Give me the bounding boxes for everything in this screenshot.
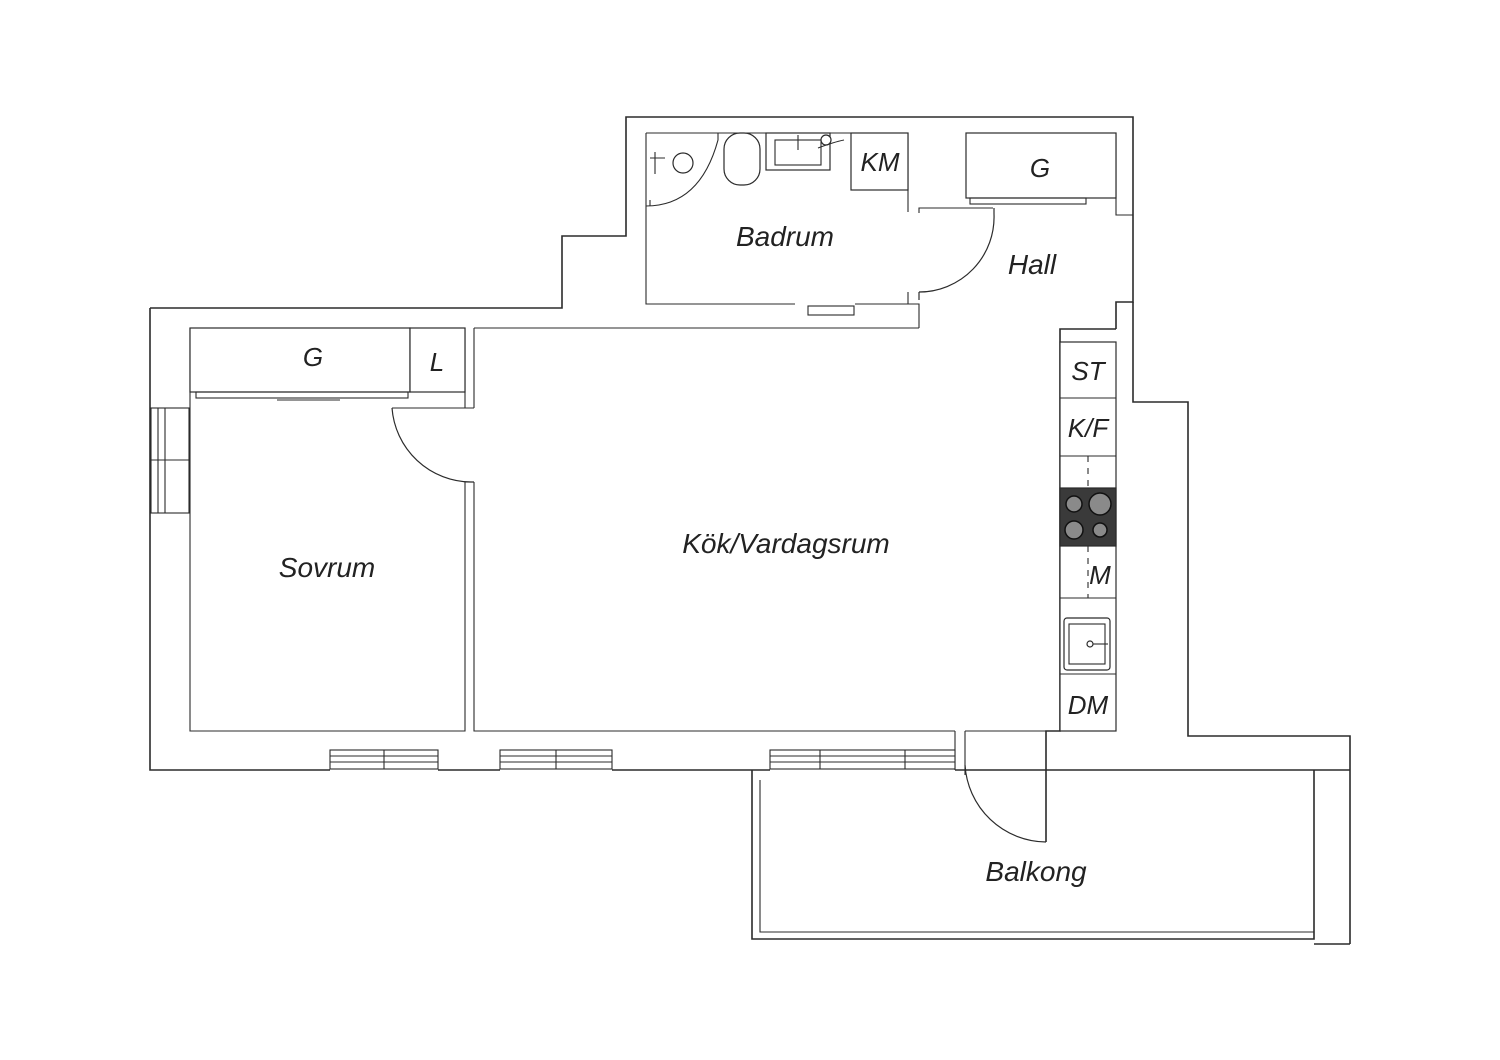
unit-label-km: KM [861, 147, 900, 177]
unit-label-dm: DM [1068, 690, 1109, 720]
room-label-balkong: Balkong [985, 856, 1087, 887]
toilet-icon [723, 132, 761, 186]
windows [150, 407, 956, 770]
bathroom-fixtures [645, 132, 909, 316]
inner-walls [189, 132, 1133, 732]
room-label-kok-vardagsrum: Kök/Vardagsrum [682, 528, 890, 559]
washing-machine-box [850, 132, 909, 191]
kitchen-counter [1059, 341, 1117, 732]
unit-label-g-sovrum: G [303, 342, 323, 372]
unit-label-l: L [430, 347, 444, 377]
bedroom-door-icon [391, 407, 474, 483]
balcony [751, 770, 1350, 945]
room-label-sovrum: Sovrum [279, 552, 375, 583]
doors [391, 208, 1047, 843]
room-label-hall: Hall [1008, 249, 1057, 280]
window-living-right [769, 749, 956, 770]
room-label-badrum: Badrum [736, 221, 834, 252]
bathroom-door-icon [918, 208, 995, 293]
unit-label-kf: K/F [1068, 413, 1111, 443]
balcony-door-icon [964, 764, 1047, 843]
unit-label-st: ST [1071, 356, 1106, 386]
unit-label-m: M [1089, 560, 1111, 590]
unit-label-g-hall: G [1030, 153, 1050, 183]
bedroom-wardrobe [189, 327, 466, 401]
outer-walls [149, 116, 1351, 944]
hall-closet [965, 132, 1117, 205]
shower-drain-icon [672, 152, 694, 174]
